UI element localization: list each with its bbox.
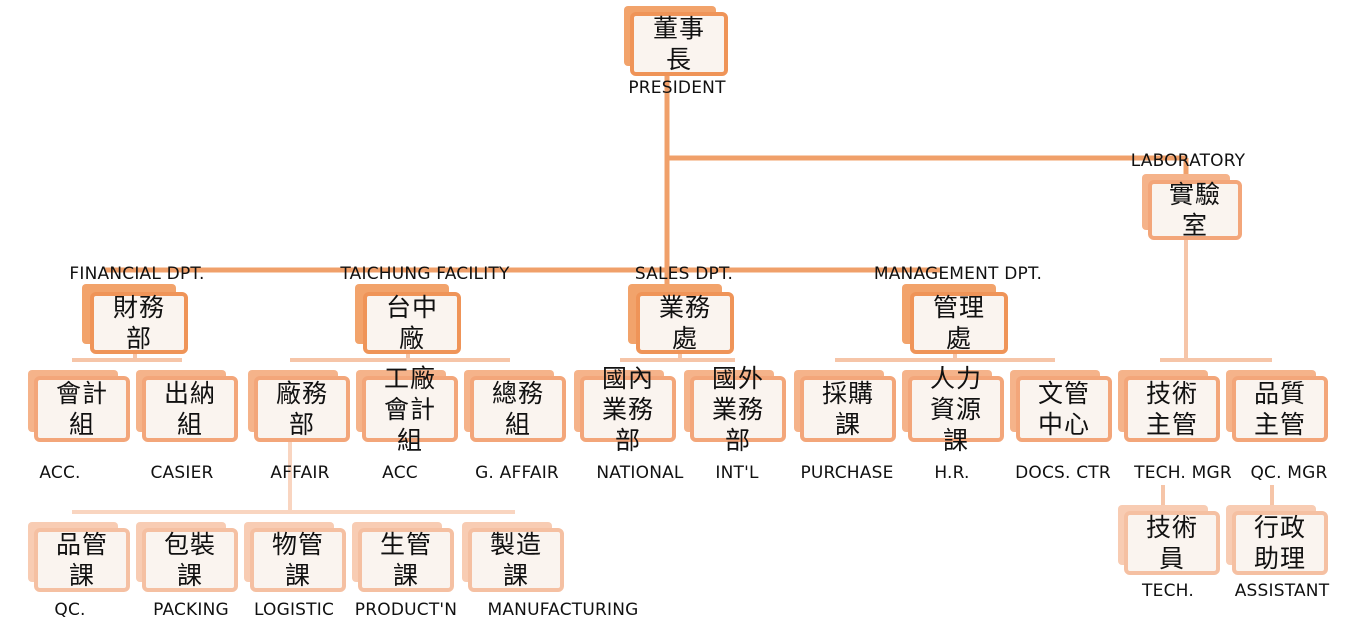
taichung-box: 台中廠 [355, 284, 461, 354]
hr-title: 人力資源課 [929, 363, 982, 455]
acc-group-box: 會計組 [28, 370, 130, 442]
factory-acc-title: 工廠會計組 [383, 363, 436, 455]
packing-section-box: 包裝課 [136, 522, 238, 592]
logistic-section-box: 物管課 [244, 522, 346, 592]
affair-title: 廠務部 [275, 379, 328, 439]
production-section-caption: PRODUCT'N [354, 600, 458, 620]
manufacturing-section-box: 製造課 [462, 522, 564, 592]
laboratory-title: 實驗室 [1168, 180, 1221, 240]
management-caption: MANAGEMENT DPT. [873, 264, 1043, 284]
tech-mgr-caption: TECH. MGR [1134, 463, 1232, 483]
president-box: 董事長 [624, 6, 728, 76]
affair-caption: AFFAIR [270, 463, 330, 483]
intl-sales-title: 國外業務部 [711, 363, 764, 455]
cashier-caption: CASIER [150, 463, 214, 483]
sales-title: 業務處 [658, 293, 711, 353]
taichung-title: 台中廠 [385, 293, 438, 353]
national-sales-caption: NATIONAL [596, 463, 684, 483]
packing-section-caption: PACKING [153, 600, 229, 620]
cashier-title: 出納組 [163, 379, 216, 439]
tech-mgr-title: 技術主管 [1145, 379, 1198, 439]
qc-section-box: 品管課 [28, 522, 130, 592]
hr-caption: H.R. [934, 463, 970, 483]
acc-group-caption: ACC. [39, 463, 81, 483]
docs-center-box: 文管中心 [1010, 370, 1112, 442]
production-section-box: 生管課 [352, 522, 454, 592]
general-affair-title: 總務組 [491, 379, 544, 439]
packing-section-title: 包裝課 [163, 530, 216, 590]
national-sales-title: 國內業務部 [601, 363, 654, 455]
general-affair-box: 總務組 [464, 370, 566, 442]
manufacturing-section-title: 製造課 [489, 530, 542, 590]
qc-mgr-box: 品質主管 [1226, 370, 1328, 442]
laboratory-caption: LABORATORY [1130, 151, 1246, 171]
affair-box: 廠務部 [248, 370, 350, 442]
production-section-title: 生管課 [379, 530, 432, 590]
technician-caption: TECH. [1142, 581, 1194, 601]
qc-section-caption: QC. [54, 600, 86, 620]
president-title: 董事長 [652, 14, 705, 74]
tech-mgr-box: 技術主管 [1118, 370, 1220, 442]
qc-mgr-caption: QC. MGR [1250, 463, 1328, 483]
laboratory-box: 實驗室 [1142, 174, 1242, 240]
national-sales-box: 國內業務部 [574, 364, 676, 455]
logistic-section-caption: LOGISTIC [253, 600, 335, 620]
sales-box: 業務處 [628, 284, 734, 354]
general-affair-caption: G. AFFAIR [475, 463, 559, 483]
management-title: 管理處 [932, 293, 985, 353]
management-box: 管理處 [902, 284, 1008, 354]
docs-center-caption: DOCS. CTR [1015, 463, 1111, 483]
financial-caption: FINANCIAL DPT. [69, 264, 205, 284]
technician-title: 技術員 [1145, 513, 1198, 573]
logistic-section-title: 物管課 [271, 530, 324, 590]
taichung-caption: TAICHUNG FACILITY [340, 264, 510, 284]
qc-mgr-title: 品質主管 [1253, 379, 1306, 439]
purchase-box: 採購課 [794, 370, 896, 442]
factory-acc-caption: ACC [382, 463, 418, 483]
manufacturing-section-caption: MANUFACTURING [487, 600, 639, 620]
factory-acc-box: 工廠會計組 [356, 364, 458, 455]
acc-group-title: 會計組 [55, 379, 108, 439]
purchase-title: 採購課 [821, 379, 874, 439]
assistant-title: 行政助理 [1253, 513, 1306, 573]
intl-sales-box: 國外業務部 [684, 364, 786, 455]
assistant-box: 行政助理 [1226, 505, 1328, 575]
cashier-box: 出納組 [136, 370, 238, 442]
technician-box: 技術員 [1118, 505, 1220, 575]
qc-section-title: 品管課 [55, 530, 108, 590]
docs-center-title: 文管中心 [1037, 379, 1090, 439]
president-caption: PRESIDENT [628, 78, 726, 98]
financial-box: 財務部 [82, 284, 188, 354]
assistant-caption: ASSISTANT [1234, 581, 1330, 601]
financial-title: 財務部 [112, 293, 165, 353]
intl-sales-caption: INT'L [715, 463, 759, 483]
sales-caption: SALES DPT. [634, 264, 734, 284]
purchase-caption: PURCHASE [800, 463, 894, 483]
hr-box: 人力資源課 [902, 364, 1004, 455]
